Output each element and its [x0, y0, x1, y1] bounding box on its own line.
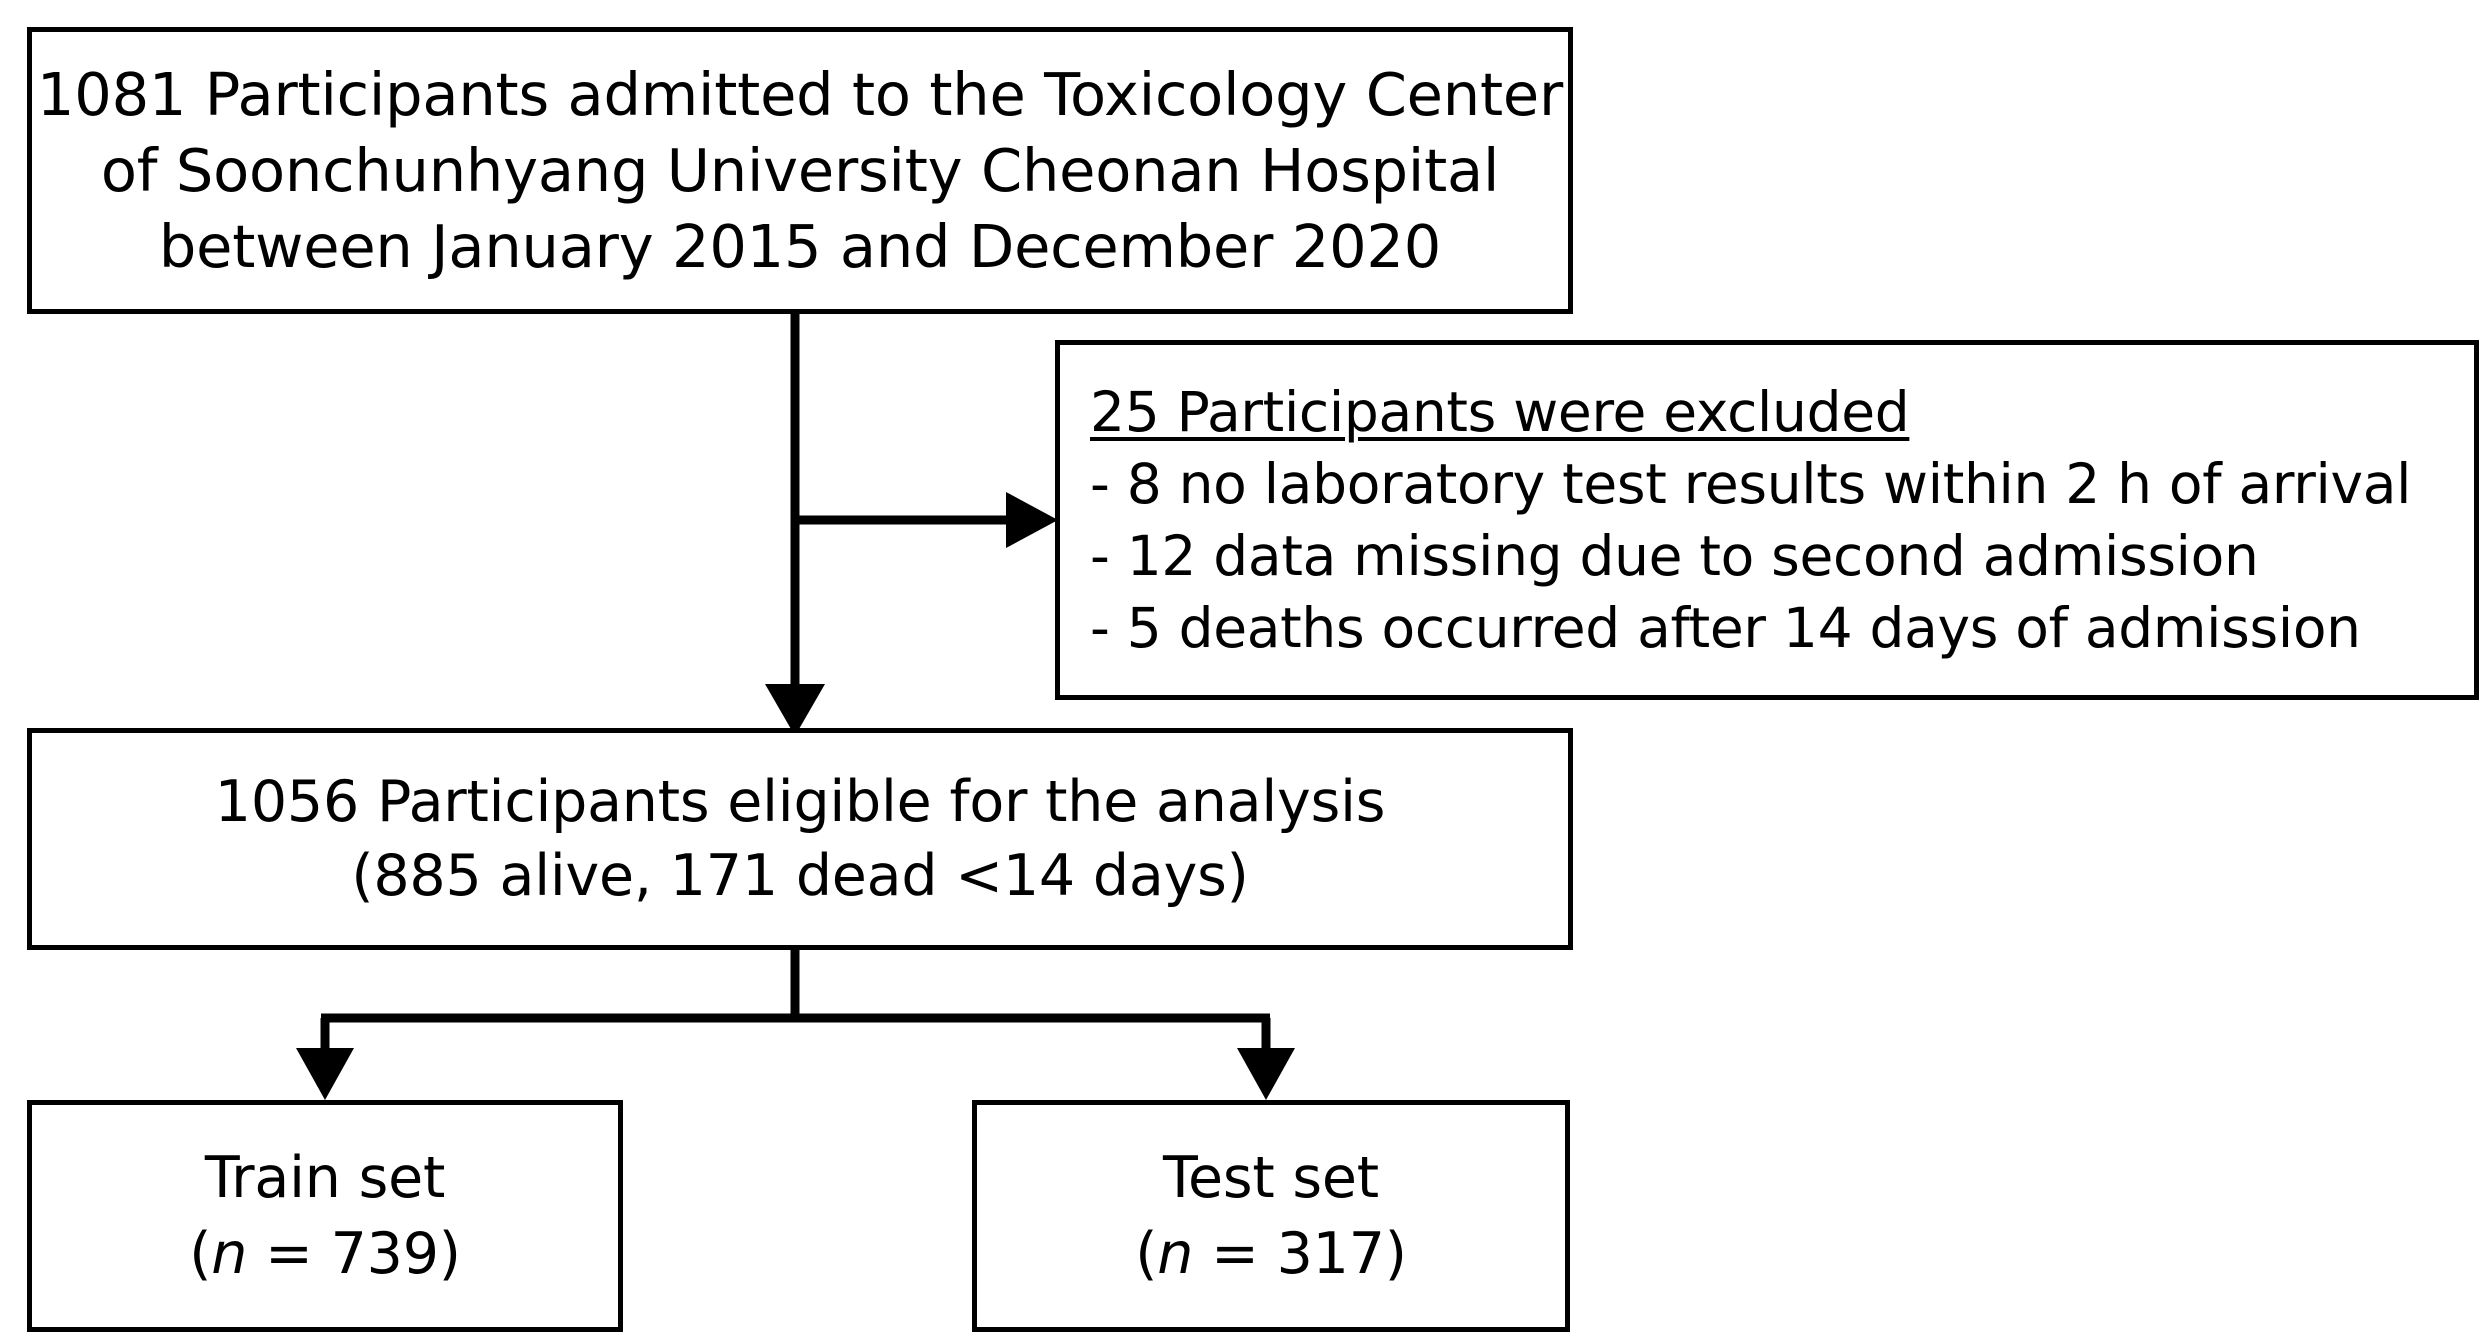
test-set-n: (n = 317) [1135, 1216, 1407, 1292]
eligible-line-2: (885 alive, 171 dead <14 days) [351, 843, 1249, 909]
eligible-line-1: 1056 Participants eligible for the analy… [214, 769, 1386, 835]
admitted-participants-box: 1081 Participants admitted to the Toxico… [27, 27, 1573, 314]
connector-eligible-split [296, 950, 1295, 1100]
train-set-n: (n = 739) [189, 1216, 461, 1292]
train-n-value: = 739) [247, 1221, 461, 1287]
excluded-item-3: - 5 deaths occurred after 14 days of adm… [1090, 596, 2361, 660]
test-set-label: Test set [1163, 1145, 1379, 1211]
admitted-line-3: between January 2015 and December 2020 [158, 211, 1442, 281]
train-set-box: Train set (n = 739) [27, 1100, 623, 1332]
train-n-symbol: n [211, 1221, 248, 1287]
admitted-line-1: 1081 Participants admitted to the Toxico… [36, 59, 1564, 129]
test-set-box: Test set (n = 317) [972, 1100, 1570, 1332]
admitted-line-2: of Soonchunhyang University Cheonan Hosp… [100, 135, 1500, 205]
test-n-prefix: ( [1135, 1221, 1158, 1287]
test-n-symbol: n [1157, 1221, 1194, 1287]
eligible-participants-box: 1056 Participants eligible for the analy… [27, 728, 1573, 950]
connector-admitted-to-excluded [795, 492, 1058, 548]
connector-admitted-to-eligible [765, 314, 825, 736]
excluded-participants-box: 25 Participants were excluded - 8 no lab… [1055, 340, 2479, 700]
excluded-item-1: - 8 no laboratory test results within 2 … [1090, 452, 2412, 516]
train-n-prefix: ( [189, 1221, 212, 1287]
train-set-label: Train set [204, 1145, 446, 1211]
test-n-value: = 317) [1193, 1221, 1407, 1287]
excluded-heading: 25 Participants were excluded [1090, 380, 1910, 444]
excluded-item-2: - 12 data missing due to second admissio… [1090, 524, 2259, 588]
